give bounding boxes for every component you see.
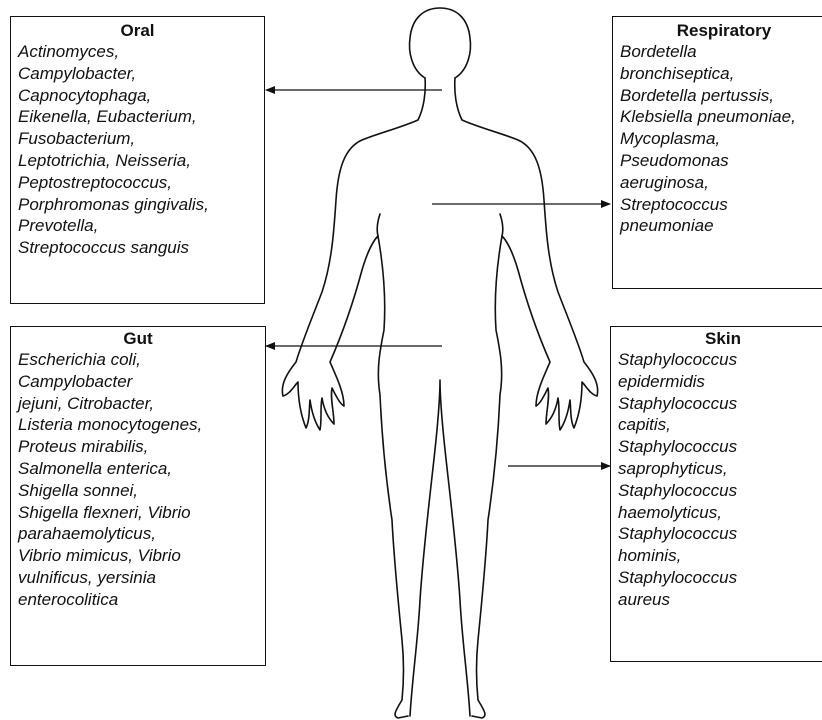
respiratory-item: pneumoniae: [620, 215, 822, 237]
head-outline: [410, 8, 471, 78]
oral-item: Actinomyces,: [18, 41, 264, 63]
respiratory-item: Klebsiella pneumoniae,: [620, 106, 822, 128]
respiratory-item: Pseudomonas: [620, 150, 822, 172]
skin-item: capitis,: [618, 414, 822, 436]
gut-item: Listeria monocytogenes,: [18, 414, 265, 436]
respiratory-title: Respiratory: [613, 17, 822, 41]
gut-item: Shigella sonnei,: [18, 480, 265, 502]
gut-item: Escherichia coli,: [18, 349, 265, 371]
respiratory-bacteria-list: Bordetella bronchiseptica, Bordetella pe…: [613, 41, 822, 237]
respiratory-item: Bordetella pertussis,: [620, 85, 822, 107]
respiratory-item: bronchiseptica,: [620, 63, 822, 85]
skin-item: epidermidis: [618, 371, 822, 393]
gut-title: Gut: [11, 327, 265, 349]
oral-box: Oral Actinomyces, Campylobacter, Capnocy…: [10, 16, 265, 304]
oral-bacteria-list: Actinomyces, Campylobacter, Capnocytopha…: [11, 41, 264, 259]
skin-item: Staphylococcus: [618, 393, 822, 415]
skin-item: haemolyticus,: [618, 502, 822, 524]
oral-item: Fusobacterium,: [18, 128, 264, 150]
inner-legs: [410, 380, 470, 716]
body-left-side: [282, 78, 425, 718]
skin-item: saprophyticus,: [618, 458, 822, 480]
inner-arm-left: [377, 214, 380, 236]
oral-item: Prevotella,: [18, 215, 264, 237]
skin-box: Skin Staphylococcus epidermidis Staphylo…: [610, 326, 822, 662]
gut-item: Campylobacter: [18, 371, 265, 393]
oral-item: Capnocytophaga,: [18, 85, 264, 107]
skin-item: Staphylococcus: [618, 436, 822, 458]
gut-item: Vibrio mimicus, Vibrio: [18, 545, 265, 567]
oral-item: Streptococcus sanguis: [18, 237, 264, 259]
gut-item: vulnificus, yersinia: [18, 567, 265, 589]
oral-item: Campylobacter,: [18, 63, 264, 85]
gut-item: enterocolitica: [18, 589, 265, 611]
human-body-outline: [282, 8, 597, 718]
respiratory-box: Respiratory Bordetella bronchiseptica, B…: [612, 16, 822, 289]
gut-box: Gut Escherichia coli, Campylobacter jeju…: [10, 326, 266, 666]
gut-item: Proteus mirabilis,: [18, 436, 265, 458]
skin-item: Staphylococcus: [618, 480, 822, 502]
oral-item: Porphromonas gingivalis,: [18, 194, 264, 216]
skin-bacteria-list: Staphylococcus epidermidis Staphylococcu…: [611, 349, 822, 611]
gut-item: jejuni, Citrobacter,: [18, 393, 265, 415]
skin-item: Staphylococcus: [618, 349, 822, 371]
gut-item: Salmonella enterica,: [18, 458, 265, 480]
oral-title: Oral: [11, 17, 264, 41]
gut-item: parahaemolyticus,: [18, 523, 265, 545]
skin-item: Staphylococcus: [618, 523, 822, 545]
inner-arm-right: [500, 214, 503, 236]
skin-title: Skin: [611, 327, 822, 349]
oral-item: Leptotrichia, Neisseria,: [18, 150, 264, 172]
respiratory-item: aeruginosa,: [620, 172, 822, 194]
skin-item: aureus: [618, 589, 822, 611]
skin-item: hominis,: [618, 545, 822, 567]
gut-bacteria-list: Escherichia coli, Campylobacter jejuni, …: [11, 349, 265, 611]
skin-item: Staphylococcus: [618, 567, 822, 589]
gut-item: Shigella flexneri, Vibrio: [18, 502, 265, 524]
respiratory-item: Bordetella: [620, 41, 822, 63]
respiratory-item: Streptococcus: [620, 194, 822, 216]
body-right-side: [455, 78, 598, 718]
respiratory-item: Mycoplasma,: [620, 128, 822, 150]
oral-item: Peptostreptococcus,: [18, 172, 264, 194]
oral-item: Eikenella, Eubacterium,: [18, 106, 264, 128]
